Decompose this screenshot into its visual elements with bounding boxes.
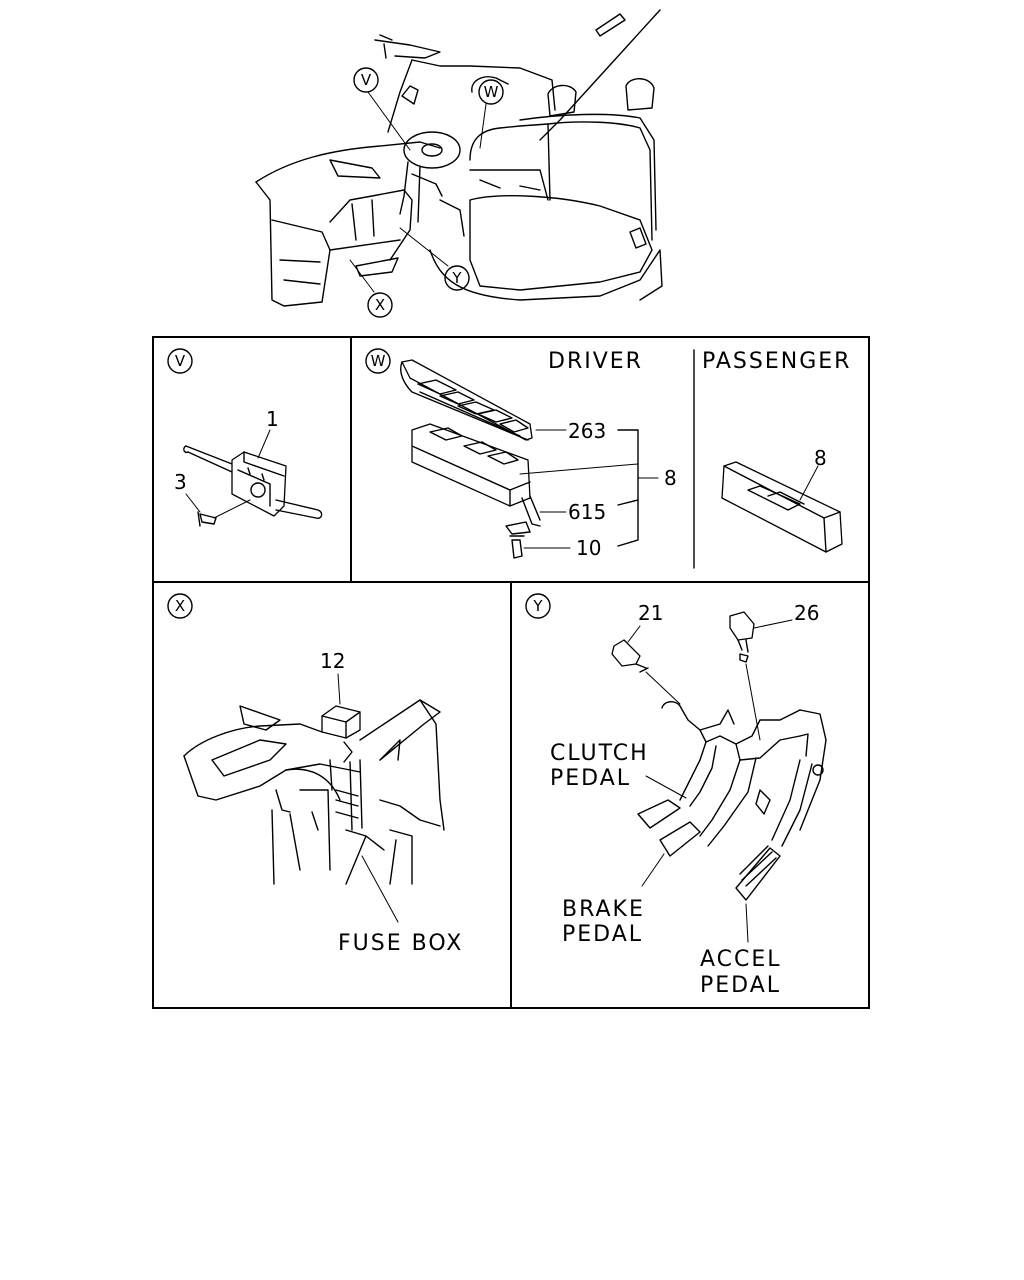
overview-callout-v: V [353,67,379,93]
passenger-label: PASSENGER [702,349,851,374]
overview-callout-w: W [478,79,504,105]
panel-x-callout: X [167,593,193,619]
panel-w: W DRIVER PASSENGER [365,348,851,560]
switch-21-drawing [611,639,649,673]
overview-callout-v-label: V [361,71,372,89]
under-dash-drawing [183,699,445,885]
panel-y: Y 21 26 [525,593,827,998]
combination-switch-drawing [183,445,323,520]
overview-callout-y: Y [444,265,470,291]
switch-26-drawing [729,611,755,663]
part-number-12: 12 [320,649,345,673]
cab-interior-overview: V W X Y [255,9,663,318]
screw-10-drawing [509,535,525,559]
overview-callout-w-label: W [484,83,499,101]
panel-v-callout-label: V [175,352,186,370]
part-number-21: 21 [638,601,663,625]
part-number-1: 1 [266,407,279,431]
screw-3-drawing [197,511,217,527]
driver-window-switch-body-drawing [411,423,531,507]
part-number-26: 26 [794,601,819,625]
panel-x: X 12 FUSE BOX [167,593,463,956]
part-number-3: 3 [174,470,187,494]
panel-grid [152,336,870,1009]
panel-y-callout: Y [525,593,551,619]
clutch-pedal-label-line-1: CLUTCH [550,741,649,766]
relay-12-drawing [321,705,361,739]
part-number-8-driver: 8 [664,466,677,490]
panel-v-callout: V [167,348,193,374]
panel-w-callout: W [365,348,391,374]
panel-v: V 1 3 [167,348,323,527]
part-number-263: 263 [568,419,606,443]
pedal-assembly-drawing [637,701,827,901]
panel-y-callout-label: Y [532,597,543,615]
clutch-pedal-label-line-2: PEDAL [550,766,631,791]
overview-callout-x: X [367,292,393,318]
accel-pedal-label-line-1: ACCEL [700,947,782,972]
panel-w-callout-label: W [371,352,386,370]
fuse-box-label: FUSE BOX [338,931,463,956]
clip-615-drawing [505,495,541,535]
passenger-window-switch-drawing [721,461,843,553]
overview-callout-x-label: X [375,296,385,314]
part-number-615: 615 [568,500,606,524]
part-number-10: 10 [576,536,601,560]
part-number-8-passenger: 8 [814,446,827,470]
brake-pedal-label-line-1: BRAKE [562,897,645,922]
overview-callout-y-label: Y [451,269,462,287]
brake-pedal-label-line-2: PEDAL [562,922,643,947]
accel-pedal-label-line-2: PEDAL [700,973,781,998]
panel-x-callout-label: X [175,597,185,615]
driver-window-switch-bezel-drawing [400,359,533,441]
driver-label: DRIVER [548,349,643,374]
